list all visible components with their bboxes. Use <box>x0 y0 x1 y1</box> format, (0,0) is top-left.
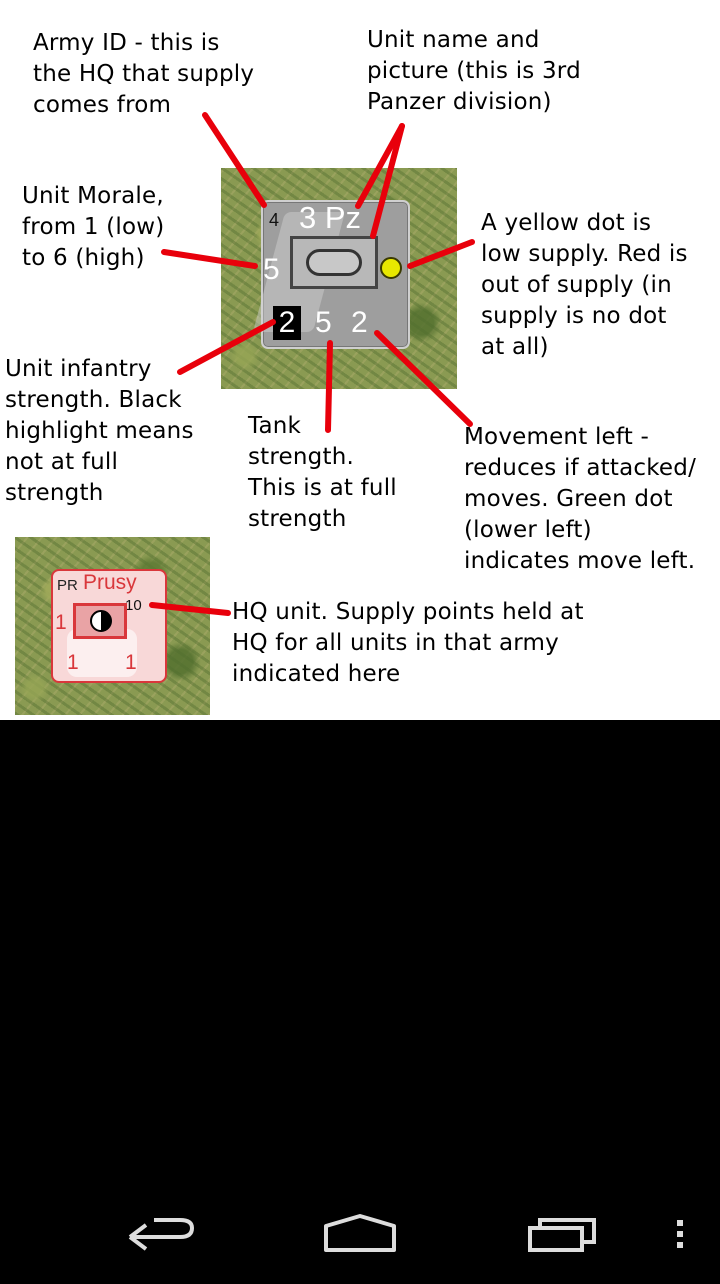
hq-callout <box>149 602 231 616</box>
back-icon <box>128 1218 194 1251</box>
hq-terrain-tile: PR Prusy 10 1 1 1 <box>15 537 210 715</box>
hq-bottom-left: 1 <box>67 651 79 674</box>
supply-dot <box>380 257 402 279</box>
hq-name: Prusy <box>83 571 137 594</box>
hq-box <box>73 603 127 639</box>
navigation-bar <box>0 1190 720 1280</box>
army-id-callout <box>202 112 267 208</box>
recent-apps-button[interactable] <box>510 1190 610 1280</box>
unit-picture <box>290 236 378 289</box>
movement-note: Movement left - reduces if attacked/ mov… <box>464 424 697 574</box>
hq-supply-points: 10 <box>125 597 142 614</box>
infantry-callout <box>177 319 276 375</box>
hq-note: HQ unit. Supply points held at HQ for al… <box>232 599 584 687</box>
tank-note: Tank strength. This is at full strength <box>248 413 397 532</box>
hq-counter[interactable]: PR Prusy 10 1 1 1 <box>51 569 167 683</box>
overflow-menu-icon <box>677 1220 683 1248</box>
movement-left: 2 <box>351 306 368 339</box>
unit-name: 3 Pz <box>299 200 362 235</box>
morale-callout <box>161 249 258 269</box>
movement-callout <box>374 330 473 427</box>
supply-dot-callout <box>407 239 475 269</box>
morale-note: Unit Morale, from 1 (low) to 6 (high) <box>22 183 165 271</box>
hq-left-value: 1 <box>55 611 67 634</box>
unit-name-note: Unit name and picture (this is 3rd Panze… <box>367 27 581 115</box>
army-id-note: Army ID - this is the HQ that supply com… <box>33 30 255 118</box>
hq-symbol-icon <box>90 610 112 632</box>
hq-bottom-right: 1 <box>125 651 137 674</box>
home-button[interactable] <box>310 1190 410 1280</box>
tank-strength: 5 <box>315 306 332 339</box>
callout-lines <box>149 112 475 616</box>
army-id: 4 <box>269 210 280 230</box>
unit-name-callout-1 <box>355 123 405 209</box>
help-panel: 4 3 Pz 5 2 5 2 PR Prusy 10 1 1 1 <box>0 0 720 720</box>
home-icon <box>324 1214 396 1252</box>
tank-symbol-icon <box>306 249 362 276</box>
unit-name-callout-2 <box>370 123 405 239</box>
back-button[interactable] <box>110 1190 210 1280</box>
unit-morale: 5 <box>263 253 280 286</box>
infantry-note: Unit infantry strength. Black highlight … <box>5 356 194 506</box>
infantry-strength: 2 <box>273 306 301 340</box>
hq-nation: PR <box>57 577 78 594</box>
recent-apps-icon <box>528 1218 596 1252</box>
supply-dot-note: A yellow dot is low supply. Red is out o… <box>481 210 688 360</box>
tank-callout <box>325 340 333 433</box>
overflow-menu-button[interactable] <box>660 1190 700 1280</box>
